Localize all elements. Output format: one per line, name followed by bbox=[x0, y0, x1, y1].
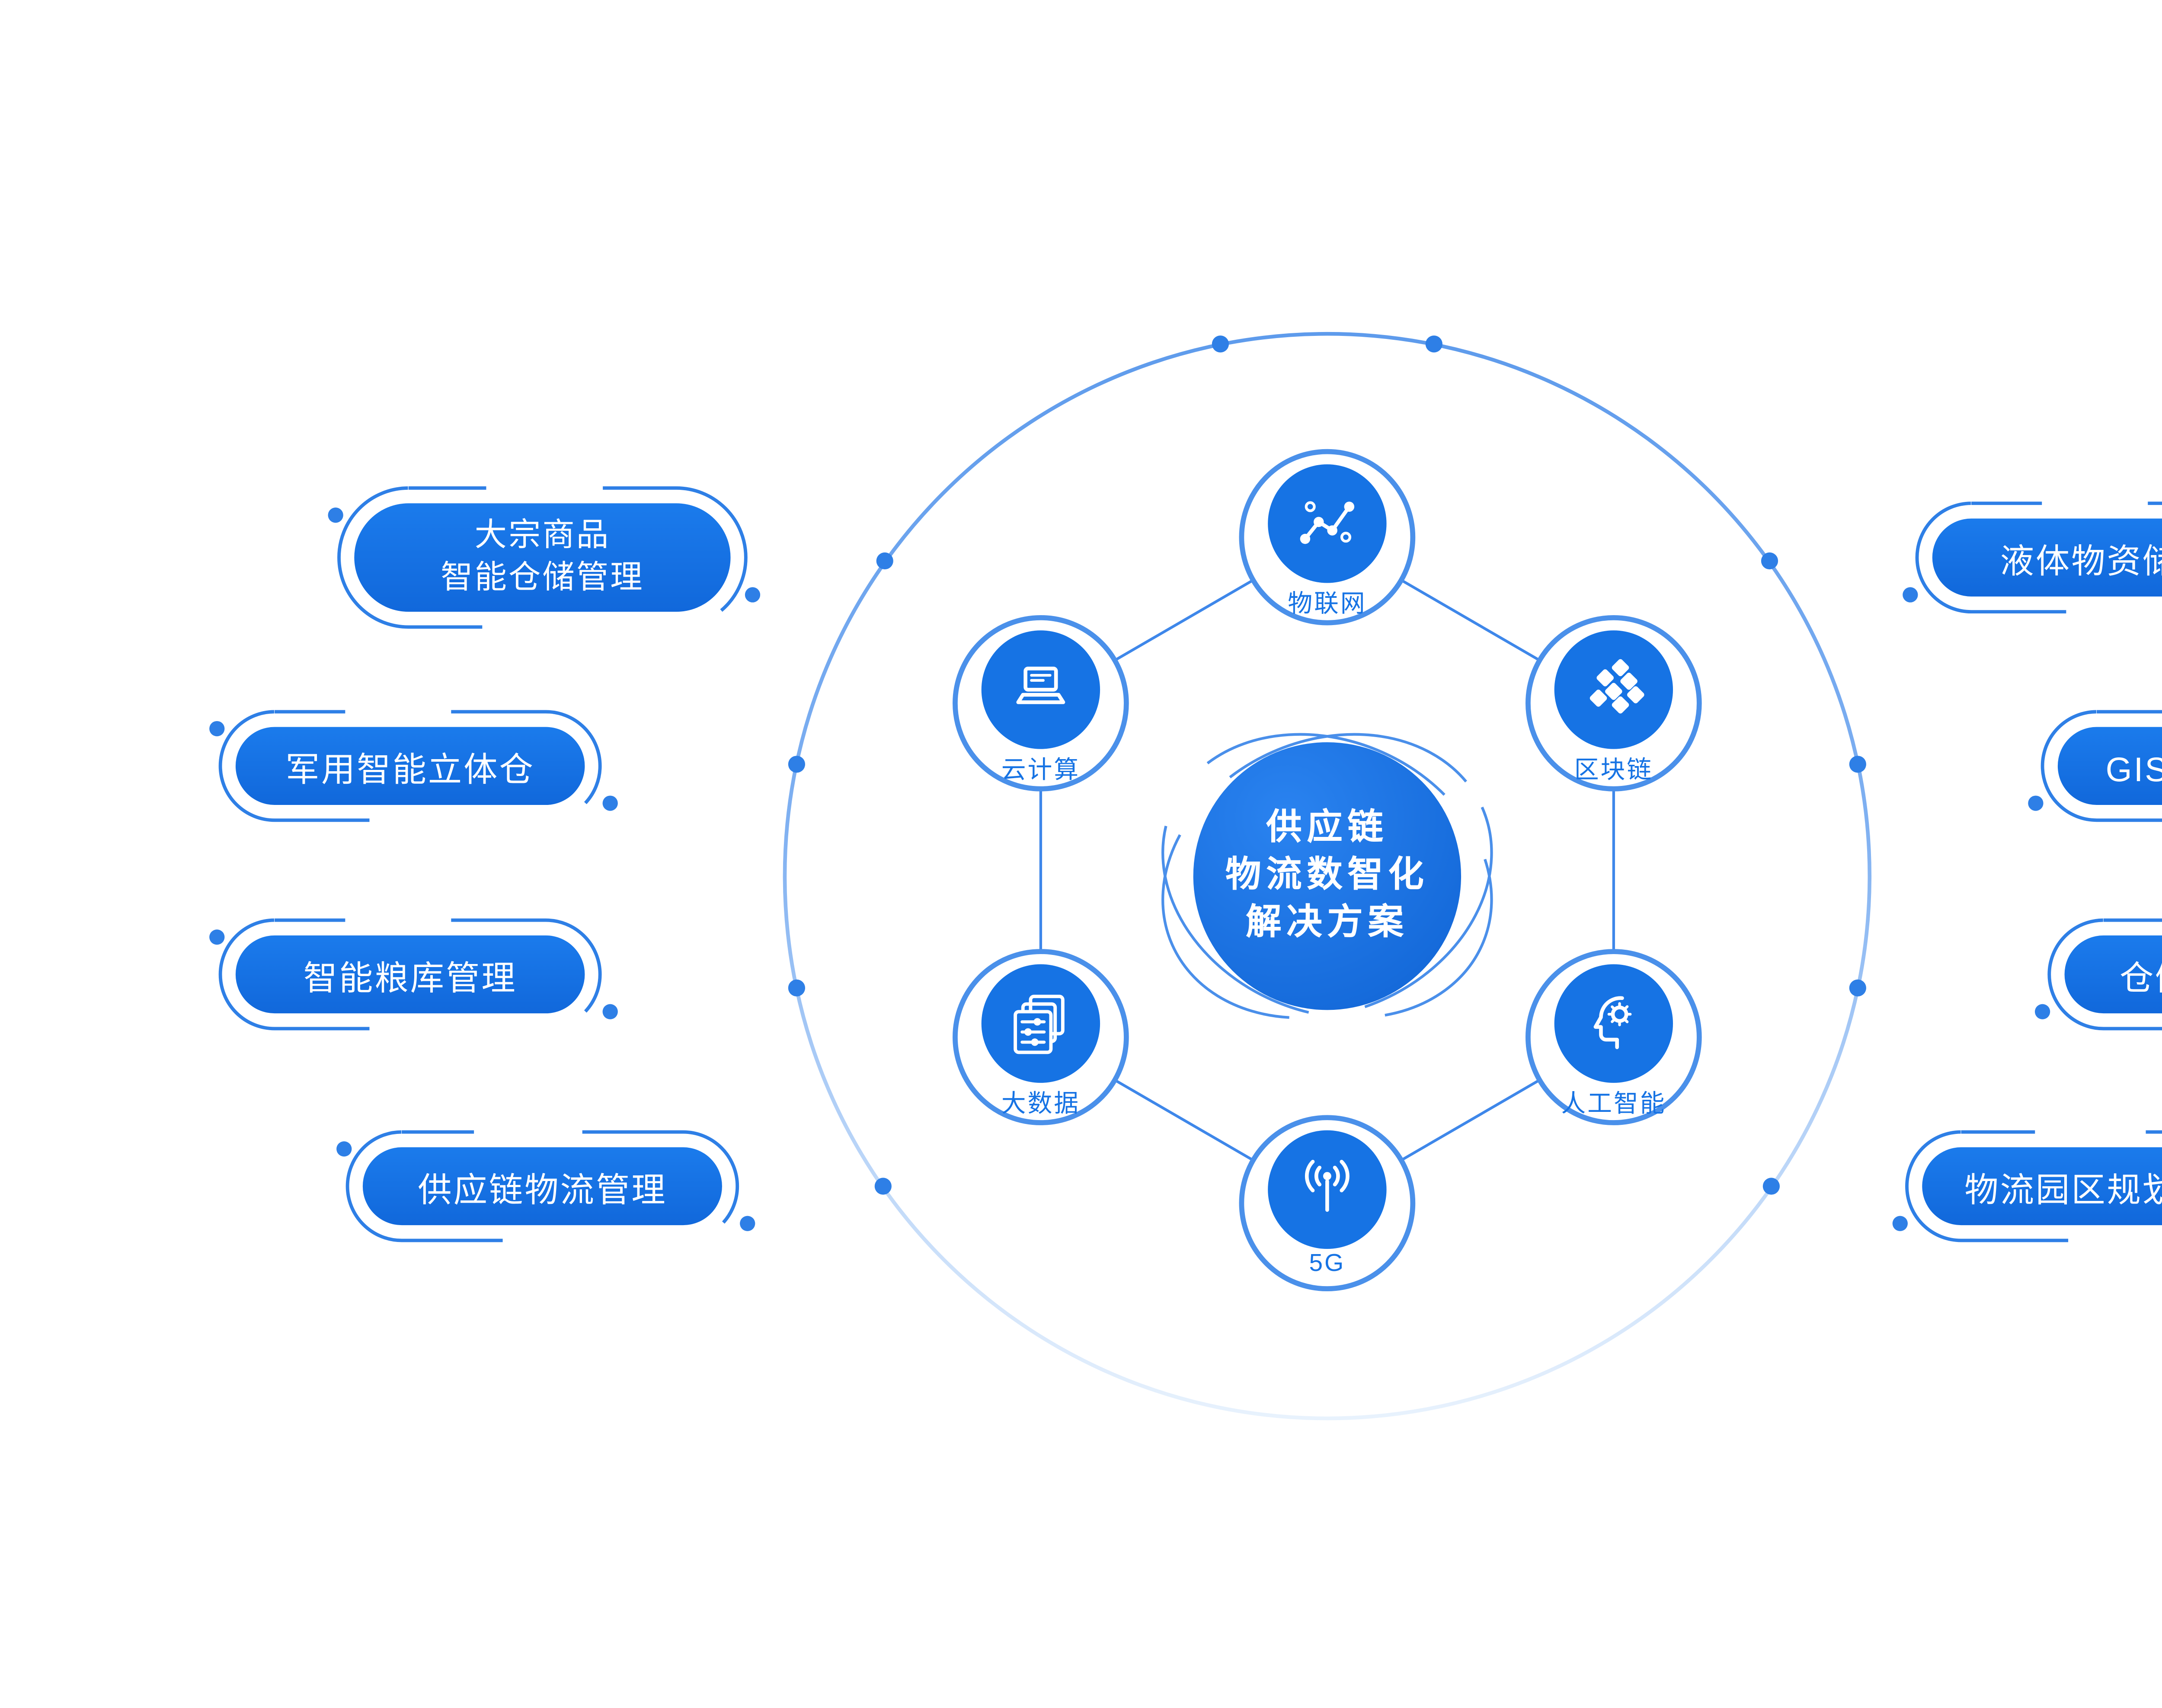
bigdata-icon-svg bbox=[1014, 995, 1065, 1054]
cloud-icon-svg bbox=[1016, 667, 1065, 704]
ring-dot bbox=[1762, 1178, 1780, 1195]
node-label: 云计算 bbox=[1001, 757, 1081, 785]
outer-ring bbox=[783, 332, 1872, 1421]
blockchain-icon-svg bbox=[1590, 659, 1644, 714]
ring-dot bbox=[1761, 552, 1778, 570]
pill-supply-chain-logistics: 供应链物流管理 bbox=[362, 1147, 722, 1226]
cloud-computing-laptop-icon bbox=[981, 630, 1100, 749]
center-title-line: 物流数智化 bbox=[1225, 856, 1429, 895]
pill-text-line: 物流园区规划建设 bbox=[1964, 1172, 2162, 1209]
ring-dot bbox=[874, 1178, 892, 1195]
node-label: 5G bbox=[1309, 1250, 1346, 1278]
center-title-line: 供应链 bbox=[1266, 808, 1388, 847]
pill-warehouse-cloud-platform: 仓储管理云平台 bbox=[2064, 935, 2162, 1014]
pill-smart-grain-depot: 智能粮库管理 bbox=[235, 935, 585, 1014]
node-cloud: 云计算 bbox=[953, 615, 1129, 792]
pill-text-line: 液体物资储运 bbox=[2000, 543, 2162, 581]
node-ai: 人工智能 bbox=[1526, 949, 1702, 1125]
node-label: 区块链 bbox=[1574, 757, 1653, 785]
pill-decoration-arcs bbox=[218, 486, 2162, 1242]
bigdata-layers-icon bbox=[981, 964, 1100, 1083]
pill-gis-distribution: GIS物流配送管理 bbox=[2057, 727, 2162, 805]
5g-icon-svg bbox=[1305, 1159, 1350, 1212]
ai-icon bbox=[1554, 964, 1673, 1083]
blockchain-icon bbox=[1554, 630, 1673, 749]
pill-liquid-material-storage: 液体物资储运 bbox=[1932, 518, 2162, 597]
ai-icon-svg bbox=[1593, 996, 1632, 1049]
pill-text-line: GIS物流配送管理 bbox=[2105, 751, 2162, 789]
pill-logistics-park-planning: 物流园区规划建设 bbox=[1922, 1147, 2162, 1226]
node-5g: 5G bbox=[1239, 1115, 1416, 1292]
iot-icon bbox=[1268, 464, 1387, 583]
orbit-ellipse bbox=[1161, 733, 1493, 1019]
node-iot: 物联网 bbox=[1239, 449, 1416, 626]
pill-text-line: 军用智能立体仓 bbox=[285, 751, 535, 789]
node-label: 大数据 bbox=[1001, 1091, 1081, 1119]
ring-dot bbox=[788, 979, 805, 996]
ring-dot bbox=[876, 552, 893, 570]
center-emblem: 供应链 物流数智化 解决方案 bbox=[1193, 742, 1462, 1010]
ring-dot bbox=[1425, 335, 1442, 353]
ring-dots bbox=[788, 335, 1866, 1195]
ring-dot bbox=[1849, 756, 1866, 773]
node-label: 人工智能 bbox=[1561, 1091, 1666, 1119]
iot-icon-svg bbox=[1300, 501, 1355, 544]
node-bigdata: 大数据 bbox=[953, 949, 1129, 1125]
pill-text-line: 智能粮库管理 bbox=[303, 960, 517, 997]
pill-decoration-dots bbox=[209, 508, 2050, 1231]
pill-text-line: 智能仓储管理 bbox=[441, 561, 644, 597]
pill-text-line: 仓储管理云平台 bbox=[2119, 960, 2162, 997]
pill-bulk-commodity-warehouse: 大宗商品 智能仓储管理 bbox=[354, 503, 731, 612]
ring-dot bbox=[1849, 979, 1866, 996]
pill-text-line: 供应链物流管理 bbox=[418, 1172, 667, 1209]
pill-text-line: 大宗商品 bbox=[474, 518, 611, 554]
ring-dot bbox=[1212, 335, 1229, 353]
node-label: 物联网 bbox=[1288, 591, 1367, 619]
ring-dot bbox=[788, 756, 805, 773]
center-title-line: 解决方案 bbox=[1246, 903, 1409, 942]
5g-antenna-icon bbox=[1268, 1130, 1387, 1249]
node-blockchain: 区块链 bbox=[1526, 615, 1702, 792]
pill-military-smart-warehouse: 军用智能立体仓 bbox=[235, 727, 585, 805]
